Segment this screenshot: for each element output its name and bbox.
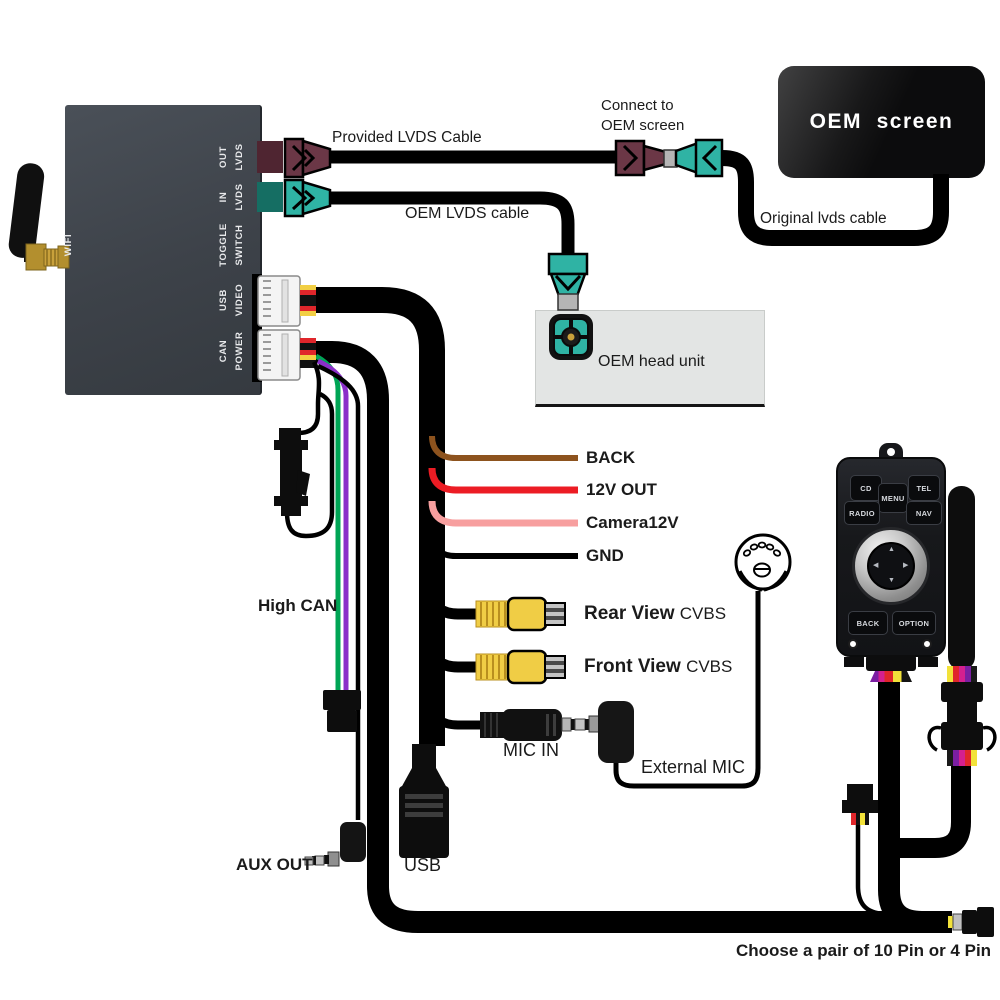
usb-plug: [399, 744, 449, 858]
gnd-wire-label: GND: [586, 546, 624, 565]
oem-lvds-cable-label: OEM LVDS cable: [405, 205, 530, 222]
rear-cvbs-text: CVBS: [679, 604, 727, 623]
lvds-mating-connectors: [614, 138, 949, 246]
idrive-controller: CD TEL MENU RADIO NAV ▲ ▼ ◀ ▶ BACK OPTIO…: [836, 443, 946, 683]
lvds-socket-icon: [549, 314, 593, 360]
provided-lvds-cable: [257, 137, 622, 179]
camera-12v-wire-label: Camera12V: [586, 513, 679, 532]
toggle-switch-icon: [274, 360, 335, 539]
rca-connector-rear: [475, 596, 566, 632]
wire-rear-cvbs: [426, 591, 480, 620]
controller-mount-tab: [879, 443, 903, 461]
controller-knob: [867, 542, 915, 590]
mic-in-label: MIC IN: [503, 740, 559, 760]
original-lvds-cable-label: Original lvds cable: [760, 210, 887, 227]
front-view-cvbs-label: Front View CVBS: [584, 656, 732, 678]
external-mic-label: External MIC: [641, 757, 746, 777]
external-mic-icon: [734, 533, 792, 592]
high-can-label: High CAN: [258, 596, 338, 615]
harness-end-connector: [948, 907, 994, 937]
can-power-harness: [252, 328, 952, 933]
controller-foot-right: [918, 657, 938, 667]
front-cvbs-text: CVBS: [686, 657, 733, 676]
wire-front-cvbs: [426, 644, 480, 673]
usb-label: USB: [404, 855, 442, 875]
controller-wire-fan: [870, 671, 912, 682]
wifi-antenna-icon: [8, 163, 70, 271]
stick-cable-end: [948, 486, 975, 670]
interface-box: [65, 105, 262, 395]
wire-gnd: [429, 533, 578, 559]
back-wire-label: BACK: [586, 448, 636, 467]
provided-lvds-cable-label: Provided LVDS Cable: [332, 129, 482, 146]
oem-head-unit-label: OEM head unit: [598, 353, 705, 370]
controller-back-button: BACK: [848, 611, 888, 635]
choose-pair-label: Choose a pair of 10 Pin or 4 Pin: [736, 941, 992, 960]
four-pin-connector: [842, 784, 889, 917]
wire-mic-in: [427, 702, 484, 730]
mic-in-jack: [480, 709, 562, 741]
rca-connector-front: [475, 649, 566, 685]
wire-camera-12v: [428, 500, 578, 527]
controller-connector: [866, 655, 916, 671]
controller-screw-hole-left: [848, 639, 858, 649]
controller-option-button: OPTION: [892, 611, 936, 635]
controller-nav-button: NAV: [906, 501, 942, 525]
port-label-can-power: CAN POWER: [218, 331, 246, 371]
aux-out-plug: [304, 822, 366, 867]
rear-view-text: Rear View: [584, 603, 675, 624]
connect-to-oem-screen-label: Connect to OEM screen: [601, 97, 685, 134]
controller-menu-button: MENU: [878, 483, 908, 513]
controller-tel-button: TEL: [908, 475, 940, 501]
wire-12v-out: [428, 467, 578, 494]
external-mic-plug: [561, 591, 761, 789]
usb-video-harness: [252, 274, 445, 746]
controller-foot-left: [844, 657, 864, 667]
front-view-text: Front View: [584, 656, 681, 677]
controller-harness: [842, 486, 997, 937]
oem-head-unit: OEM head unit: [535, 310, 765, 407]
oem-screen: OEM screen: [778, 66, 985, 178]
controller-radio-button: RADIO: [844, 501, 880, 525]
aux-out-label: AUX OUT: [236, 855, 313, 874]
oem-lvds-cable: [257, 178, 589, 311]
high-can-connector: [323, 690, 361, 732]
12v-out-wire-label: 12V OUT: [586, 480, 657, 499]
controller-cd-button: CD: [850, 475, 882, 501]
rear-view-cvbs-label: Rear View CVBS: [584, 603, 726, 625]
wire-back: [429, 435, 578, 461]
pin-connector-pair: [927, 666, 997, 766]
oem-screen-label: OEM screen: [809, 110, 954, 133]
wifi-label: WIFI: [63, 233, 74, 257]
controller-screw-hole-right: [922, 639, 932, 649]
